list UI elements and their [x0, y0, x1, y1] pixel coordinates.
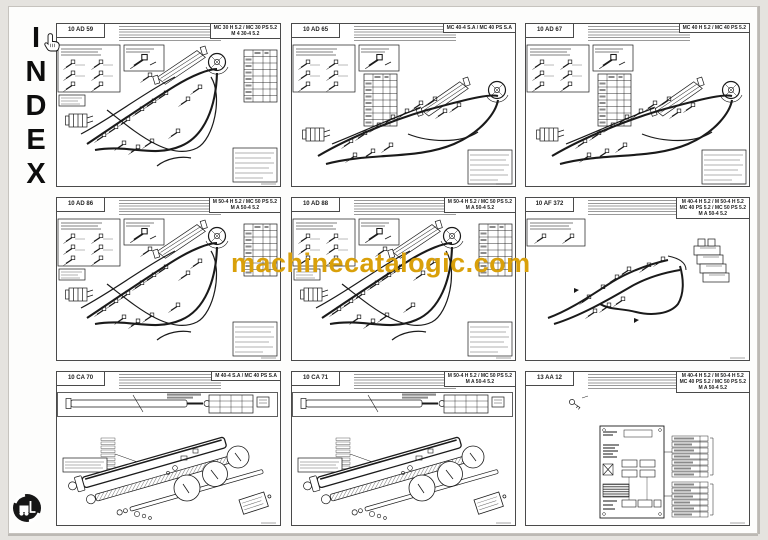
panel-code[interactable]: 10 AD 65 — [291, 23, 340, 38]
panel-code[interactable]: 10 AD 86 — [56, 197, 105, 212]
watermark: machinecatalogic.com — [231, 248, 531, 278]
panel-title-text — [354, 200, 456, 215]
balancing-valve-diagram — [526, 218, 747, 359]
electrical-panel-diagram — [567, 395, 746, 524]
hydraulic-kit-diagram — [57, 44, 278, 185]
panel-10-ca-71[interactable]: 10 CA 71 M 50-4 H 5.2 / MC 50 PS 5.2 M A… — [291, 371, 516, 526]
catalog-page: I N D E X 10 AD 59 MC 30 H 5.2 / MC 30 P… — [8, 6, 758, 534]
panel-10-af-372[interactable]: 10 AF 372 M 40-4 H 5.2 / M 50-4 H 5.2 MC… — [525, 197, 750, 361]
panel-model: M 40-4 H 5.2 / M 50-4 H 5.2 MC 40 PS 5.2… — [675, 371, 750, 393]
panel-title-text — [588, 200, 690, 215]
panel-model: MC 40 H 5.2 / MC 40 PS 5.2 — [678, 23, 750, 33]
panel-model: M 50-4 H 5.2 / MC 50 PS 5.2 M A 50-4 5.2 — [443, 197, 516, 213]
panel-code[interactable]: 10 AF 372 — [525, 197, 574, 212]
panel-title-text — [588, 374, 690, 389]
index-letter: N — [25, 56, 47, 88]
hand-cursor-icon — [44, 33, 60, 52]
hydraulic-kit-diagram — [526, 44, 747, 185]
panel-title-text — [354, 374, 456, 389]
panel-code[interactable]: 10 AD 67 — [525, 23, 574, 38]
index-label: I N D E X — [22, 21, 50, 191]
panel-code[interactable]: 10 AD 59 — [56, 23, 105, 38]
index-letter: D — [25, 90, 47, 122]
cylinder-diagram — [292, 392, 513, 524]
panel-model: MC 40-4 S.A / MC 40 PS S.A — [442, 23, 516, 33]
panel-model: M 40-4 H 5.2 / M 50-4 H 5.2 MC 40 PS 5.2… — [675, 197, 750, 219]
panel-10-ad-67[interactable]: 10 AD 67 MC 40 H 5.2 / MC 40 PS 5.2 — [525, 23, 750, 187]
panel-10-ad-86[interactable]: 10 AD 86 M 50-4 H 5.2 / MC 50 PS 5.2 M A… — [56, 197, 281, 361]
panel-10-ca-70[interactable]: 10 CA 70 M 40-4 S.A / MC 40 PS S.A — [56, 371, 281, 526]
panel-title-text — [119, 26, 221, 41]
forklift-circle-logo — [13, 493, 41, 523]
hydraulic-kit-diagram — [57, 218, 278, 359]
panel-10-ad-65[interactable]: 10 AD 65 MC 40-4 S.A / MC 40 PS S.A — [291, 23, 516, 187]
panel-code[interactable]: 10 AD 88 — [291, 197, 340, 212]
panel-model: M 50-4 H 5.2 / MC 50 PS 5.2 M A 50-4 5.2 — [443, 371, 516, 387]
panel-title-text — [588, 26, 690, 41]
panel-code[interactable]: 13 AA 12 — [525, 371, 574, 386]
panel-model: MC 30 H 5.2 / MC 30 PS 5.2 M 4 30-4 5.2 — [209, 23, 281, 39]
index-letter: X — [26, 158, 46, 190]
panel-code[interactable]: 10 CA 70 — [56, 371, 105, 386]
cylinder-diagram — [57, 392, 278, 524]
panel-title-text — [354, 26, 456, 41]
panel-10-ad-88[interactable]: 10 AD 88 M 50-4 H 5.2 / MC 50 PS 5.2 M A… — [291, 197, 516, 361]
hydraulic-kit-diagram — [292, 44, 513, 185]
index-letter: E — [26, 124, 46, 156]
panel-10-ad-59[interactable]: 10 AD 59 MC 30 H 5.2 / MC 30 PS 5.2 M 4 … — [56, 23, 281, 187]
panel-title-text — [119, 374, 221, 389]
index-letter: I — [31, 22, 41, 54]
panel-model: M 40-4 S.A / MC 40 PS S.A — [211, 371, 281, 381]
panel-13-aa-12[interactable]: 13 AA 12 M 40-4 H 5.2 / M 50-4 H 5.2 MC … — [525, 371, 750, 526]
panel-title-text — [119, 200, 221, 215]
hydraulic-kit-diagram — [292, 218, 513, 359]
panel-model: M 50-4 H 5.2 / MC 50 PS 5.2 M A 50-4 5.2 — [208, 197, 281, 213]
panel-code[interactable]: 10 CA 71 — [291, 371, 340, 386]
